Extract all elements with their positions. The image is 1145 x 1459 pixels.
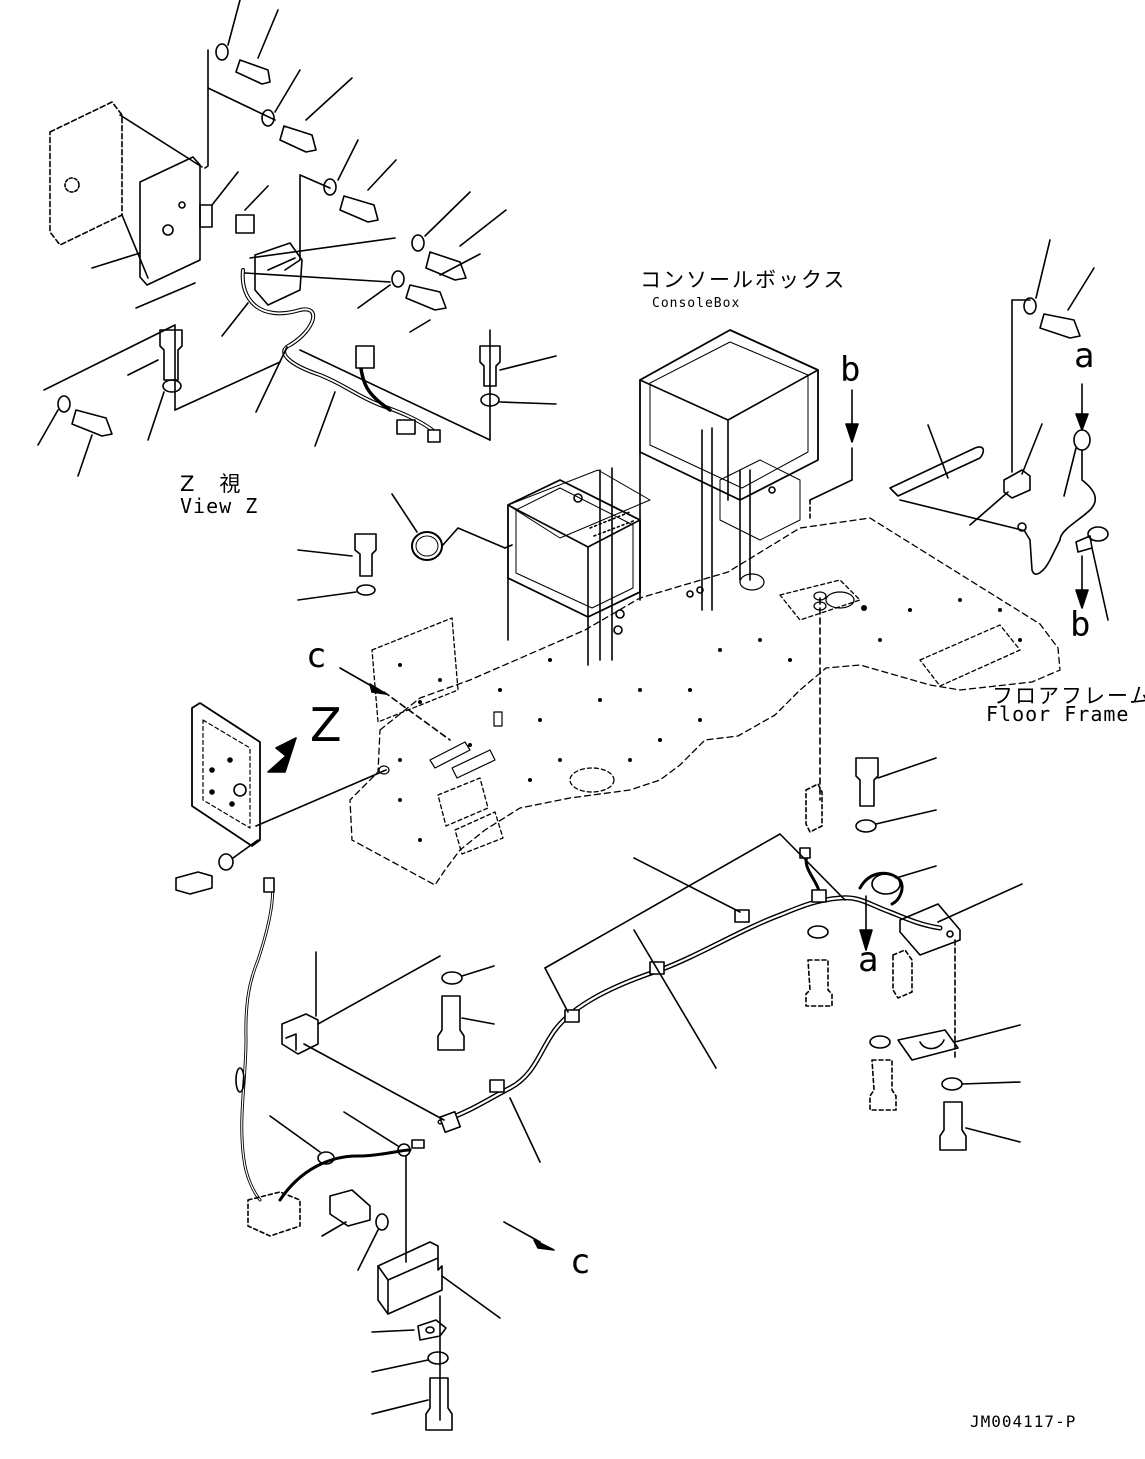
sensor-block [247,1191,301,1237]
console-box-label-en: ConsoleBox [652,296,741,311]
relay [235,214,255,234]
ref-c-top: c [306,636,327,676]
u-bracket [377,1241,443,1315]
controller-unit [254,242,303,306]
ref-a-top: a [1074,336,1095,376]
bolt-washer-console-left [297,533,377,601]
z-marker-label: Z [310,698,342,752]
cover-plate-dashed [49,101,123,246]
ref-c-bottom: c [570,1242,591,1282]
lower-left-sensor [235,877,555,1431]
floor-frame [349,517,1061,886]
bolts-view-z [37,0,557,477]
upper-right-assembly [809,239,1109,801]
z-arrow [267,737,297,773]
console-box-label-jp: コンソールボックス [640,268,847,292]
z-cover-plate [175,702,387,895]
harness-end-plate [899,903,961,956]
arrow-c-upper [339,667,451,741]
mounting-plate [139,156,201,286]
ref-b-left: b [840,350,861,390]
floor-frame-label-jp: フロアフレーム [992,684,1145,708]
console-box [391,329,819,666]
ref-a-bottom: a [858,940,879,980]
shim-plate [897,1029,959,1061]
center-bolts [805,925,1021,1111]
ref-b-right: b [1070,605,1091,645]
floor-frame-holes [398,598,1022,842]
lower-harness [437,783,1023,1163]
drawing-code: JM004117-P [970,1412,1077,1431]
view-z-group [43,49,491,447]
view-z-label-jp: Z 視 [180,472,243,496]
left-lower-bracket [281,951,495,1121]
floor-frame-label-en: Floor Frame [986,702,1130,726]
right-bolts [855,757,1021,1151]
view-z-label-en: View Z [180,494,259,518]
harness-view-z [240,268,437,434]
relay-small [199,204,213,228]
